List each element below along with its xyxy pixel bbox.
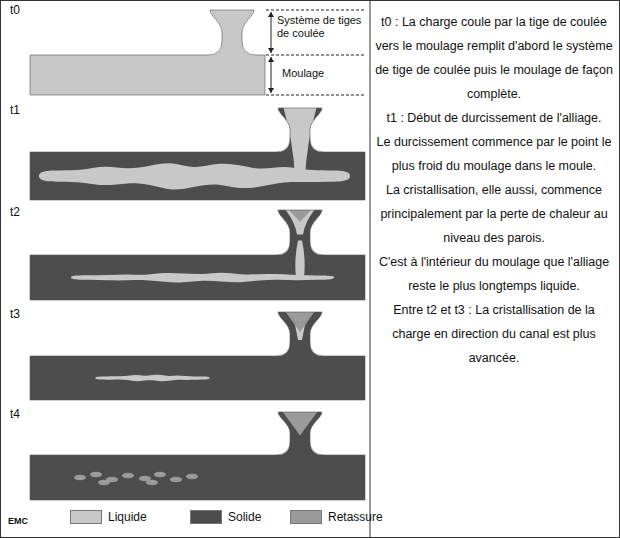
explanation-text: C'est à l'intérieur du moulage que l'all… (374, 250, 614, 298)
casting-state (30, 411, 365, 500)
time-label: t1 (10, 104, 20, 118)
dimension-label: Système de tiges de coulée (277, 14, 365, 39)
mould-outline (30, 108, 365, 200)
casting-state (30, 106, 365, 200)
explanation-text: Le durcissement commence par le point le… (374, 130, 614, 178)
time-label: t3 (10, 308, 20, 322)
legend-swatch (190, 510, 222, 524)
mould-outline (30, 210, 365, 300)
explanation-text: t1 : Début de durcissement de l'alliage. (374, 106, 614, 130)
legend-item: Retassure (290, 510, 383, 524)
dimension-label: Moulage (282, 67, 324, 80)
explanation-text: La cristallisation, elle aussi, commence… (374, 178, 614, 250)
legend-swatch (290, 510, 322, 524)
time-label: t4 (10, 408, 20, 422)
legend-text: Retassure (328, 510, 383, 524)
legend-text: Liquide (108, 510, 147, 524)
legend-text: Solide (228, 510, 261, 524)
divider (370, 1, 371, 537)
legend-item: Liquide (70, 510, 147, 524)
casting-state (30, 10, 265, 95)
legend-swatch (70, 510, 102, 524)
mould-outline (30, 412, 365, 500)
mould-outline (30, 312, 365, 400)
legend-item: Solide (190, 510, 261, 524)
casting-state (30, 208, 365, 300)
time-label: t2 (10, 206, 20, 220)
explanation-text: t0 : La charge coule par la tige de coul… (374, 10, 614, 106)
publisher-mark: EMC (8, 516, 28, 526)
mould-outline (30, 10, 265, 95)
notes-panel: t0 : La charge coule par la tige de coul… (374, 10, 614, 370)
dimension-bracket (266, 10, 366, 95)
explanation-text: Entre t2 et t3 : La cristallisation de l… (374, 298, 614, 370)
casting-state (30, 310, 365, 400)
time-label: t0 (10, 4, 20, 18)
